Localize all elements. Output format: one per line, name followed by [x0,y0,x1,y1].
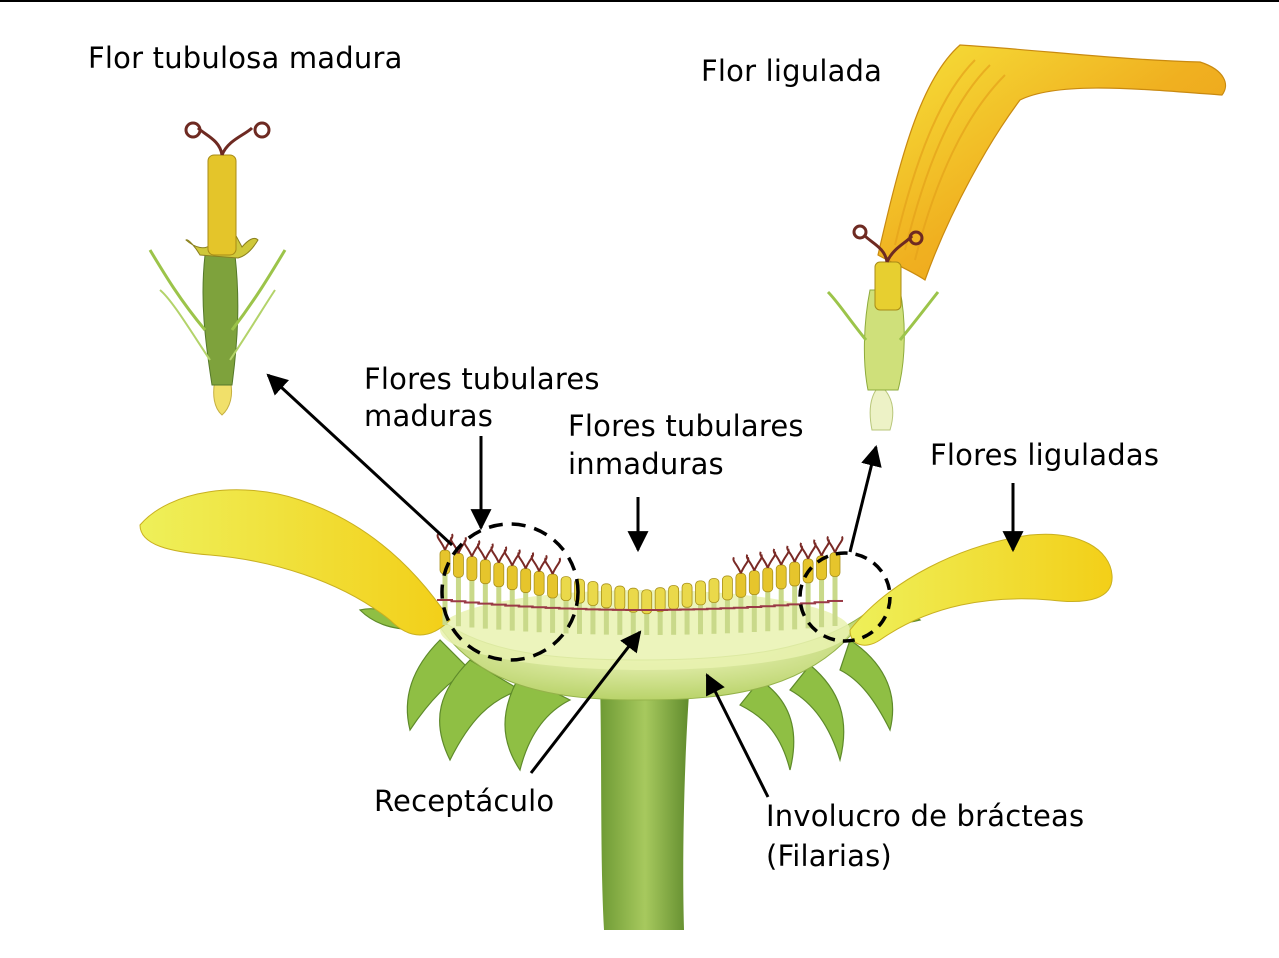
disc-floret-anther [493,562,505,588]
disc-floret-stigma [544,557,562,575]
disc-floret-anther [641,589,653,615]
mature-florets-highlight-circle [440,522,580,662]
disc-floret-stigma [463,540,481,557]
label-flor-tubulosa-madura: Flor tubulosa madura [88,41,403,75]
disc-floret-anther [762,567,774,593]
label-receptaculo: Receptáculo [374,784,555,818]
disc-florets [436,533,844,635]
disc-floret-anther [681,582,693,608]
disc-floret-stigma [826,536,844,553]
disc-floret-anther [708,578,720,603]
left-ray-petal [139,489,451,636]
disc-floret-stigma [786,545,804,563]
disc-floret-stigma [530,554,548,572]
detached-tubular-floret [148,121,287,416]
disc-floret-anther [533,570,545,596]
label-involucro-line1: Involucro de brácteas [766,799,1085,833]
disc-floret-anther [829,552,841,577]
disc-floret-stigma [476,543,494,561]
disc-floret-stigma [490,546,508,564]
disc-floret-anther [600,583,612,609]
disc-floret-anther [735,572,747,598]
disc-floret-anther [547,573,558,599]
disc-floret-anther [789,561,801,587]
label-flores-tubulares-inmaduras-line1: Flores tubulares [568,409,804,443]
right-ray-petal [849,533,1113,646]
disc-floret-anther [453,552,464,578]
label-flores-tubulares-inmaduras-line2: inmaduras [568,447,724,481]
disc-floret-stigma [732,556,750,574]
disc-floret-stigma [759,551,777,569]
disc-floret-stigma [503,549,521,567]
disc-floret-anther [748,570,760,596]
label-flores-tubulares-maduras-line1: Flores tubulares [364,362,600,396]
disc-floret-stigma [772,548,790,566]
disc-floret-anther [668,585,680,610]
stem [600,680,690,930]
label-flor-ligulada: Flor ligulada [701,54,883,88]
arrow-to-tubulosa-madura [266,373,454,547]
disc-floret-anther [695,580,706,606]
disc-floret-stigma [813,539,830,557]
label-flores-tubulares-maduras-line2: maduras [364,399,494,433]
disc-floret-anther [479,559,491,585]
disc-floret-anther [587,581,599,606]
disc-floret-stigma [517,552,535,569]
label-involucro-line2: (Filarias) [766,839,892,873]
disc-floret-stigma [799,542,817,560]
top-border-line [0,0,1279,2]
disc-floret-anther [520,568,532,593]
arrow-to-flor-ligulada [848,444,882,553]
disc-floret-stigma [745,554,763,571]
disc-floret-anther [775,564,787,590]
label-flores-liguladas: Flores liguladas [930,438,1160,472]
disc-floret-anther [722,575,733,601]
disc-floret-anther [614,585,626,611]
disc-floret-anther [466,556,478,581]
arrow-receptaculo [529,630,642,774]
arrow-involucro [705,673,770,798]
ligulate-florets-highlight-circle [798,551,892,643]
disc-floret-anther [560,576,572,601]
disc-floret-anther [627,587,639,613]
detached-ligulate-floret [826,44,1227,431]
disc-floret-anther [506,565,518,591]
disc-floret-anther [654,587,666,613]
